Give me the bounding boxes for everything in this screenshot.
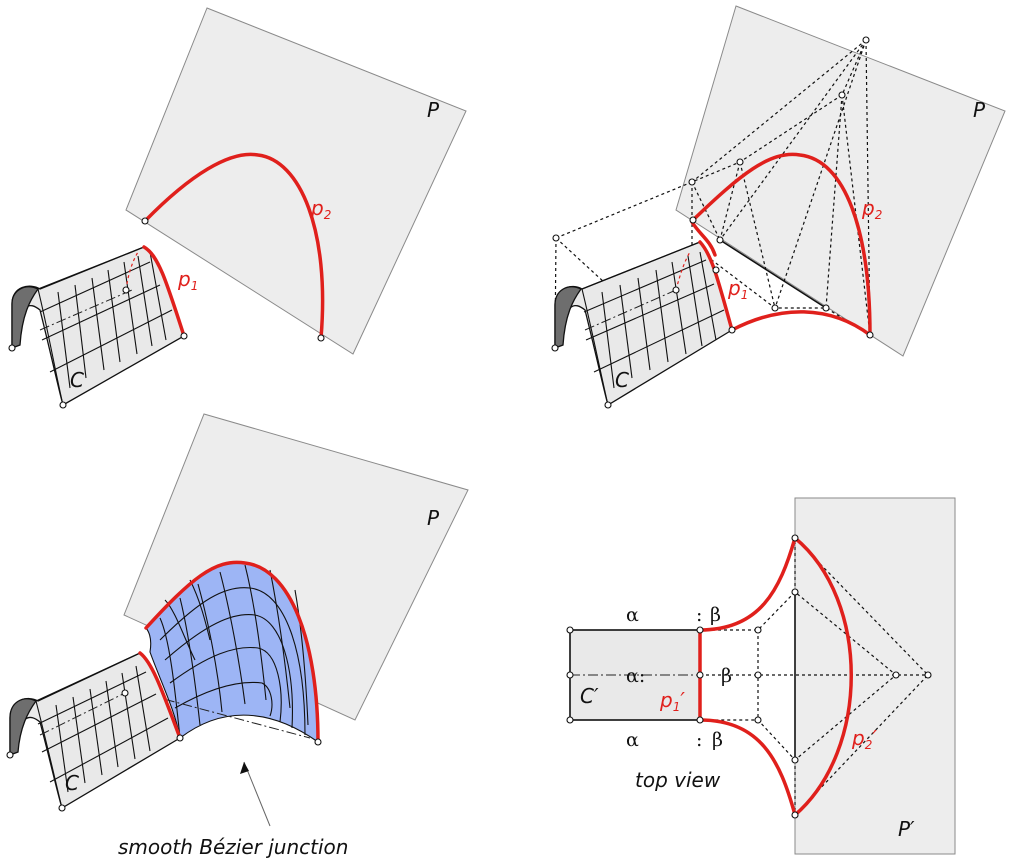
cylinder-c bbox=[554, 240, 734, 406]
panel-top-left: P p2 p1 C bbox=[8, 7, 467, 409]
label-p1: p1 bbox=[177, 267, 198, 293]
label-alpha-top: α bbox=[626, 604, 639, 626]
label-cylinder-c-prime: C′ bbox=[580, 684, 599, 708]
curve-p1 bbox=[138, 651, 182, 740]
junction-arrow bbox=[243, 761, 271, 827]
caption-top-view: top view bbox=[635, 768, 721, 792]
label-p1: p1 bbox=[727, 276, 748, 302]
label-beta-mid: β bbox=[721, 665, 732, 687]
curve-p2-prime bbox=[793, 536, 853, 817]
curve-p2 bbox=[143, 152, 325, 340]
label-p2-prime: p2′ bbox=[851, 726, 877, 752]
bezier-patch bbox=[129, 561, 319, 744]
label-beta-bottom: β bbox=[712, 729, 723, 751]
curve-p2-endpoint-start bbox=[141, 217, 149, 225]
label-plane-p: P bbox=[427, 506, 440, 530]
panel-top-right: P p2 p1 C bbox=[551, 5, 1006, 409]
label-p2: p2 bbox=[310, 196, 331, 222]
label-beta-top: β bbox=[710, 604, 721, 626]
label-p1-prime: p1′ bbox=[659, 688, 685, 714]
label-colon-top: : bbox=[696, 604, 702, 626]
label-colon-bottom: : bbox=[696, 729, 702, 751]
label-p2: p2 bbox=[861, 196, 882, 222]
label-alpha-mid: α: bbox=[626, 665, 645, 687]
label-cylinder-c: C bbox=[65, 771, 79, 795]
cylinder-c bbox=[9, 651, 182, 809]
caption-smooth-junction: smooth Bézier junction bbox=[118, 835, 348, 859]
label-cylinder-c: C bbox=[70, 368, 84, 392]
patch-boundary bbox=[144, 560, 320, 744]
label-alpha-bottom: α bbox=[626, 729, 639, 751]
panel-bottom-right: α α: α β β β : : C′ p1′ p2′ P′ top view bbox=[566, 497, 956, 855]
curve-p1 bbox=[142, 245, 186, 338]
label-plane-p: P bbox=[427, 98, 440, 122]
label-plane-p-prime: P′ bbox=[898, 817, 915, 841]
arrow-head-icon bbox=[240, 762, 249, 774]
label-plane-p: P bbox=[973, 98, 986, 122]
curve-p2-endpoint-end bbox=[317, 334, 325, 342]
curve-p2 bbox=[691, 152, 872, 337]
panel-bottom-left: P C smooth Bézier junction bbox=[6, 413, 469, 859]
cylinder-c bbox=[8, 245, 188, 409]
label-cylinder-c: C bbox=[615, 368, 629, 392]
